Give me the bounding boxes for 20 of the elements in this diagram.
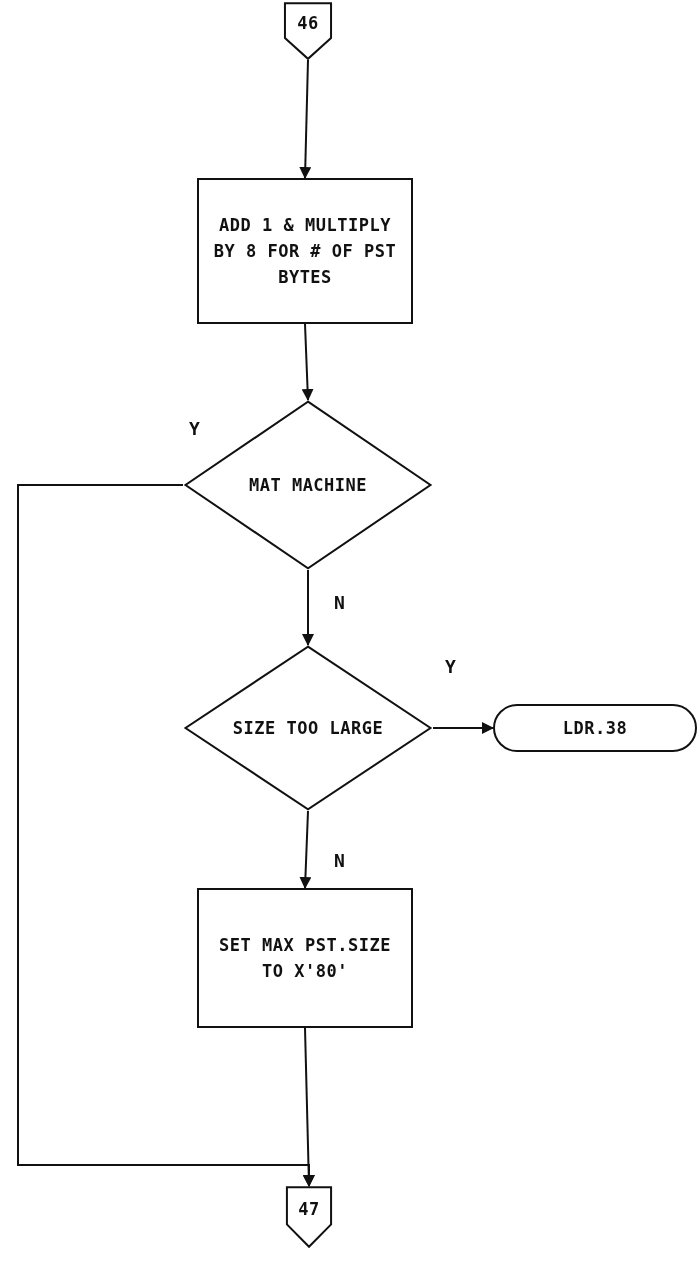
node-text: SET MAX PST.SIZE TO X'80' <box>218 934 392 983</box>
arrow <box>302 569 314 646</box>
terminal-box <box>493 704 697 752</box>
node-text: LDR.38 <box>562 717 628 740</box>
node-text: ADD 1 & MULTIPLY BY 8 FOR # OF PST BYTES <box>212 214 398 289</box>
arrow <box>299 810 312 889</box>
off-page-connector <box>286 1186 332 1248</box>
off-page-connector <box>284 2 332 60</box>
arrow <box>432 722 494 734</box>
node-text: SIZE TOO LARGE <box>232 717 384 740</box>
decision-diamond <box>183 400 433 570</box>
node-text: 47 <box>298 1198 320 1221</box>
process-box <box>197 888 413 1028</box>
node-text: MAT MACHINE <box>248 474 368 497</box>
decision-diamond <box>183 645 433 811</box>
node-text: 46 <box>297 12 319 35</box>
arrow <box>299 59 312 179</box>
arrow <box>302 1027 315 1187</box>
process-box <box>197 178 413 324</box>
arrow <box>301 323 314 401</box>
